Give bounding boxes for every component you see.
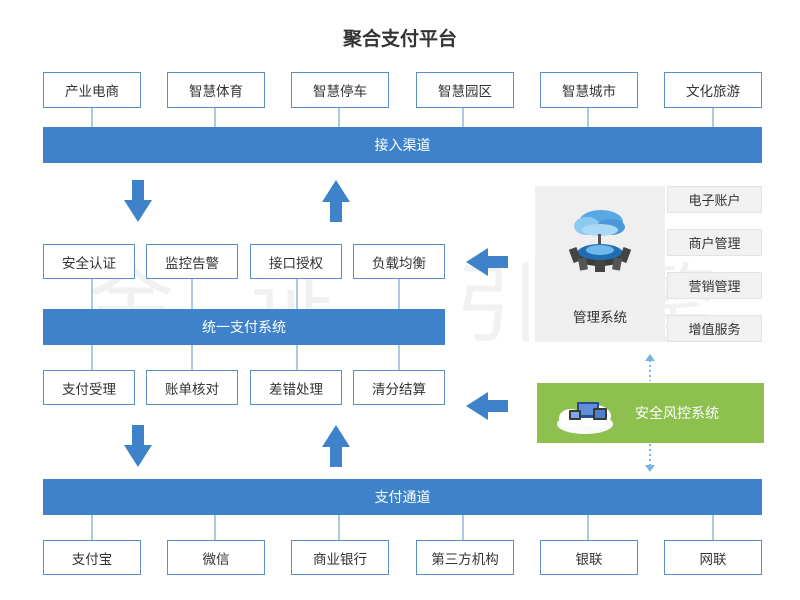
arrow-down-icon <box>124 425 152 467</box>
module-label: 监控告警 <box>165 255 219 272</box>
arrow-up-icon <box>322 425 350 467</box>
access-channel-label: 接入渠道 <box>374 138 431 154</box>
access-channel-bar[interactable]: 接入渠道 <box>43 127 762 163</box>
payment-channel-bar[interactable]: 支付通道 <box>43 479 762 515</box>
arrow-left-icon <box>466 248 508 276</box>
processing-module-box[interactable]: 清分结算 <box>353 370 445 405</box>
processing-module-box[interactable]: 账单核对 <box>146 370 238 405</box>
scenario-box[interactable]: 产业电商 <box>43 72 141 108</box>
module-label: 负载均衡 <box>372 255 426 272</box>
scenario-label: 智慧体育 <box>189 84 243 100</box>
risk-control-label: 安全风控系统 <box>635 406 719 422</box>
channel-label: 微信 <box>202 551 230 568</box>
scenario-label: 智慧园区 <box>438 84 492 100</box>
management-item-label: 电子账户 <box>688 194 741 209</box>
module-label: 支付受理 <box>62 381 116 398</box>
scenario-box[interactable]: 智慧园区 <box>416 72 514 108</box>
processing-module-box[interactable]: 支付受理 <box>43 370 135 405</box>
channel-box[interactable]: 第三方机构 <box>416 540 514 575</box>
scenario-box[interactable]: 智慧体育 <box>167 72 265 108</box>
unified-payment-label: 统一支付系统 <box>202 320 286 336</box>
unified-payment-bar[interactable]: 统一支付系统 <box>43 309 445 345</box>
scenario-box[interactable]: 智慧城市 <box>540 72 638 108</box>
management-item[interactable]: 电子账户 <box>667 186 762 213</box>
management-item-label: 增值服务 <box>688 323 741 338</box>
processing-module-box[interactable]: 差错处理 <box>250 370 342 405</box>
cloud-server-icon <box>568 210 632 272</box>
management-item-label: 商户管理 <box>688 237 741 252</box>
page-title: 聚合支付平台 <box>342 28 457 50</box>
channel-label: 银联 <box>575 551 603 568</box>
security-module-box[interactable]: 接口授权 <box>250 244 342 279</box>
management-system-label: 管理系统 <box>573 310 627 326</box>
module-label: 安全认证 <box>62 255 116 272</box>
arrow-down-icon <box>124 180 152 222</box>
cloud-devices-icon <box>557 402 613 434</box>
management-item[interactable]: 营销管理 <box>667 272 762 299</box>
management-system-panel[interactable]: 管理系统 <box>535 186 665 342</box>
scenario-box[interactable]: 智慧停车 <box>291 72 389 108</box>
channel-label: 网联 <box>699 551 727 568</box>
risk-control-panel[interactable]: 安全风控系统 <box>537 383 764 443</box>
scenario-label: 智慧停车 <box>313 84 367 100</box>
channel-box[interactable]: 支付宝 <box>43 540 141 575</box>
management-item[interactable]: 商户管理 <box>667 229 762 256</box>
module-label: 接口授权 <box>269 255 323 272</box>
channel-box[interactable]: 微信 <box>167 540 265 575</box>
channel-label: 商业银行 <box>313 551 367 568</box>
channel-box[interactable]: 银联 <box>540 540 638 575</box>
payment-channel-label: 支付通道 <box>374 490 431 506</box>
channel-box[interactable]: 商业银行 <box>291 540 389 575</box>
security-module-box[interactable]: 监控告警 <box>146 244 238 279</box>
channel-label: 支付宝 <box>71 551 113 568</box>
arrow-up-icon <box>322 180 350 222</box>
management-item-label: 营销管理 <box>688 280 741 295</box>
arrow-left-icon <box>466 392 508 420</box>
module-label: 清分结算 <box>372 381 426 398</box>
module-label: 账单核对 <box>165 381 219 398</box>
security-module-box[interactable]: 安全认证 <box>43 244 135 279</box>
channel-box[interactable]: 网联 <box>664 540 762 575</box>
dotted-arrow-down-icon <box>645 465 655 472</box>
module-label: 差错处理 <box>269 381 323 398</box>
scenario-box[interactable]: 文化旅游 <box>664 72 762 108</box>
scenario-label: 产业电商 <box>65 84 119 100</box>
management-item[interactable]: 增值服务 <box>667 315 762 342</box>
scenario-label: 文化旅游 <box>686 84 740 100</box>
security-module-box[interactable]: 负载均衡 <box>353 244 445 279</box>
dotted-arrow-up-icon <box>645 354 655 361</box>
channel-label: 第三方机构 <box>431 551 499 568</box>
watermark-char: 引 <box>455 255 541 355</box>
scenario-label: 智慧城市 <box>562 84 616 100</box>
